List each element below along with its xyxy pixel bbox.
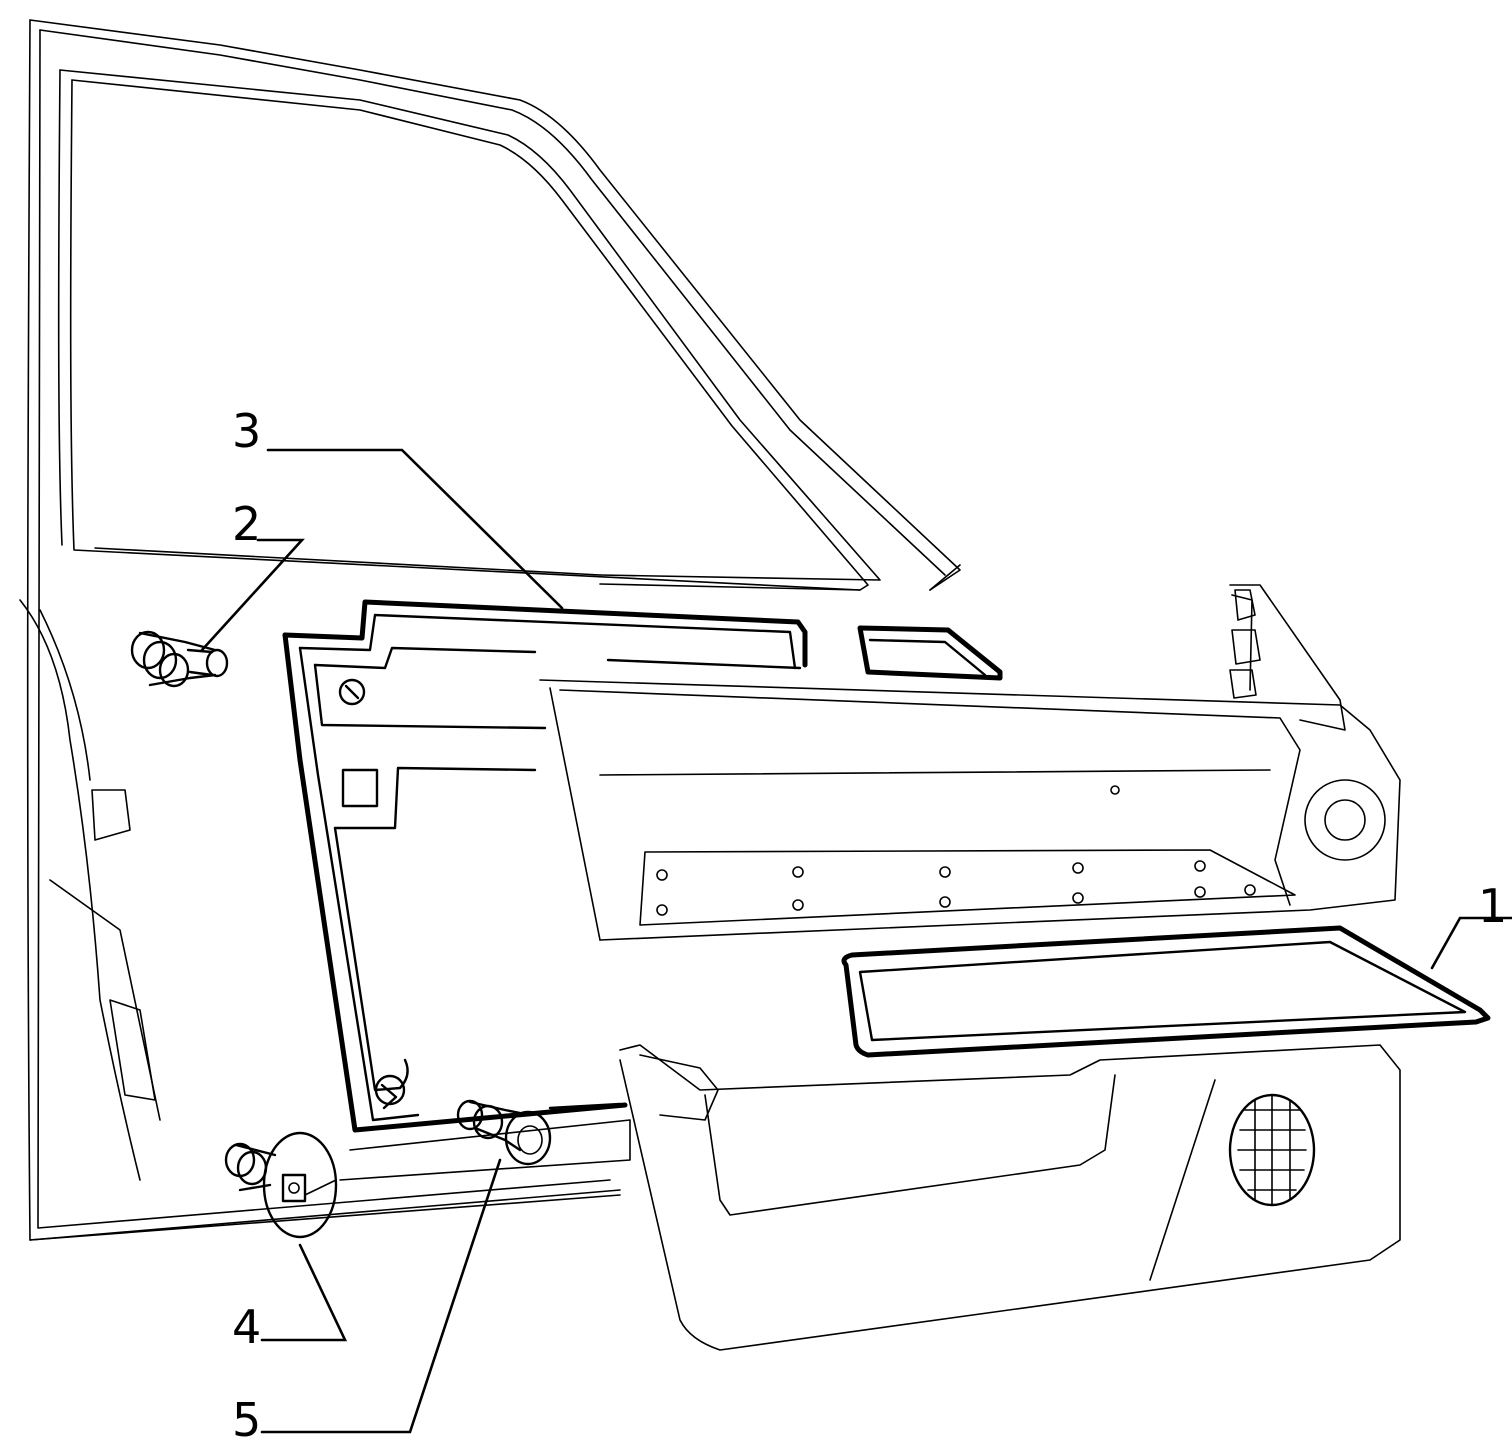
door-pocket-lower: [339, 1044, 1401, 1351]
callout-label-2: 2: [232, 497, 261, 551]
part-4-screw-washer: [224, 1131, 338, 1239]
callout-numbers: 1 2 3 4 5: [232, 404, 1507, 1440]
part-1-seal-strip: [841, 925, 1491, 1058]
callout-label-5: 5: [232, 1393, 261, 1440]
callout-label-3: 3: [232, 404, 261, 458]
leader-line-3: [266, 448, 564, 610]
panel-square-cutout: [341, 768, 379, 808]
leader-line-4: [260, 1243, 348, 1342]
trim-fastener-holes: [656, 785, 1256, 916]
door-trim-base: [539, 589, 1401, 941]
door-frame: [19, 19, 1346, 1241]
speaker-icon: [1304, 779, 1386, 861]
callout-label-1: 1: [1478, 879, 1507, 933]
leader-line-5: [260, 1158, 502, 1434]
panel-fixing-hole-icon: [338, 678, 366, 706]
leader-line-2: [200, 538, 305, 652]
callout-label-4: 4: [232, 1300, 261, 1354]
part-5-clip: [456, 1099, 552, 1166]
leader-line-1: [1430, 916, 1512, 970]
part-3-inner-door-panel: [282, 599, 1003, 1133]
leader-lines: [200, 448, 1512, 1434]
